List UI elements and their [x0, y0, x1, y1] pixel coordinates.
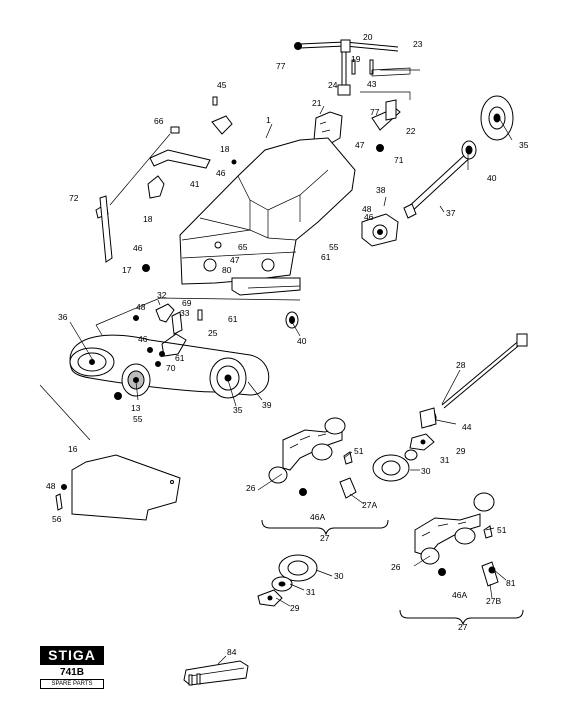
- callout-25: 25: [208, 328, 218, 338]
- callout-29b: 29: [290, 603, 300, 613]
- bracket-84: [183, 660, 249, 686]
- spare-parts-label: SPARE PARTS: [40, 679, 104, 689]
- callout-33: 33: [180, 308, 190, 318]
- callout-20: 20: [363, 32, 373, 42]
- callout-18b: 18: [143, 214, 153, 224]
- callout-27B: 27B: [486, 596, 501, 606]
- callout-55b: 55: [133, 414, 143, 424]
- callout-35a: 35: [519, 140, 529, 150]
- callout-48c: 48: [46, 481, 56, 491]
- blade-assembly-upper: [268, 417, 435, 499]
- callout-47a: 47: [355, 140, 365, 150]
- callout-47b: 47: [230, 255, 240, 265]
- callout-23: 23: [413, 39, 423, 49]
- callout-40b: 40: [297, 336, 307, 346]
- brand-logo: STIGA 741B SPARE PARTS: [40, 646, 104, 690]
- callout-46A1: 46A: [310, 512, 325, 522]
- callout-31b: 31: [306, 587, 316, 597]
- callout-45: 45: [217, 80, 227, 90]
- callout-61b: 61: [228, 314, 238, 324]
- callout-66: 66: [154, 116, 164, 126]
- callout-19: 19: [351, 54, 361, 64]
- belt-drive-group: [39, 311, 299, 441]
- callout-61a: 61: [321, 252, 331, 262]
- model-number: 741B: [60, 667, 84, 678]
- callout-36: 36: [58, 312, 68, 322]
- callout-56: 56: [52, 514, 62, 524]
- callout-80: 80: [222, 265, 232, 275]
- callout-65: 65: [238, 242, 248, 252]
- callout-35b: 35: [233, 405, 243, 415]
- callout-46c: 46: [133, 243, 143, 253]
- cover-plate: [55, 454, 181, 521]
- callout-81: 81: [506, 578, 516, 588]
- callout-43: 43: [367, 79, 377, 89]
- callout-26b: 26: [391, 562, 401, 572]
- callout-32: 32: [157, 290, 167, 300]
- callout-18a: 18: [220, 144, 230, 154]
- callout-71: 71: [394, 155, 404, 165]
- callout-1: 1: [266, 115, 271, 125]
- lever-assembly: [294, 39, 411, 96]
- group-braces: [261, 519, 524, 626]
- callout-39: 39: [262, 400, 272, 410]
- callout-29a: 29: [456, 446, 466, 456]
- callout-41: 41: [190, 179, 200, 189]
- brand-name: STIGA: [40, 646, 104, 665]
- blade-assembly-lower: [414, 492, 499, 587]
- callout-48b: 48: [136, 302, 146, 312]
- callout-77a: 77: [276, 61, 286, 71]
- callout-30b: 30: [334, 571, 344, 581]
- callout-44: 44: [462, 422, 472, 432]
- callout-61c: 61: [175, 353, 185, 363]
- callout-26a: 26: [246, 483, 256, 493]
- callout-22: 22: [406, 126, 416, 136]
- lower-discs: [257, 554, 318, 607]
- callout-37: 37: [446, 208, 456, 218]
- middle-small-parts: [95, 297, 301, 367]
- leader-lines: [69, 105, 513, 665]
- callout-51b: 51: [497, 525, 507, 535]
- callout-84: 84: [227, 647, 237, 657]
- callout-31a: 31: [440, 455, 450, 465]
- callout-13: 13: [131, 403, 141, 413]
- callout-46A2: 46A: [452, 590, 467, 600]
- callout-17: 17: [122, 265, 132, 275]
- callout-38: 38: [376, 185, 386, 195]
- callout-51a: 51: [354, 446, 364, 456]
- callout-27A: 27A: [362, 500, 377, 510]
- callout-48a: 48: [362, 204, 372, 214]
- callout-27: 27: [320, 533, 330, 543]
- bracket-assembly: [313, 91, 411, 152]
- callout-40a: 40: [487, 173, 497, 183]
- callout-46d: 46: [138, 334, 148, 344]
- callout-46b: 46: [364, 212, 374, 222]
- callout-labels: 1 13 16 17 18 18 19 20 21 22 23 24 25 26…: [46, 32, 529, 657]
- callout-27b: 27: [458, 622, 468, 632]
- upper-shaft-group: [361, 69, 514, 247]
- callout-69: 69: [182, 298, 192, 308]
- callout-24: 24: [328, 80, 338, 90]
- callout-77b: 77: [370, 107, 380, 117]
- callout-21: 21: [312, 98, 322, 108]
- long-shaft: [419, 333, 528, 429]
- callout-28: 28: [456, 360, 466, 370]
- callout-72: 72: [69, 193, 79, 203]
- callout-30a: 30: [421, 466, 431, 476]
- left-linkage-group: [95, 96, 237, 272]
- main-housing: [179, 137, 356, 296]
- callout-46a: 46: [216, 168, 226, 178]
- callout-55a: 55: [329, 242, 339, 252]
- callout-16: 16: [68, 444, 78, 454]
- callout-70: 70: [166, 363, 176, 373]
